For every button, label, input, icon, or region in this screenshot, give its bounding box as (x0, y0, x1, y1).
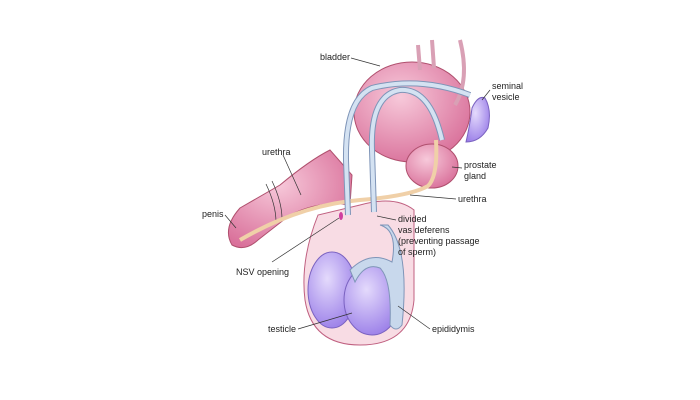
epididymis-shape (349, 224, 405, 330)
prostate-shape (405, 143, 459, 189)
penis-shape (227, 149, 353, 249)
nsv-opening-mark (339, 212, 343, 220)
label-nsv-opening: NSV opening (236, 267, 289, 277)
urethra-shape (238, 139, 439, 242)
label-vas-2: vas deferens (398, 225, 450, 235)
label-penis: penis (202, 209, 224, 219)
label-prostate-1: prostate (464, 160, 497, 170)
label-bladder: bladder (320, 52, 350, 62)
label-seminal-vesicle-2: vesicle (492, 92, 520, 102)
label-urethra-top: urethra (262, 147, 291, 157)
label-vas-1: divided (398, 214, 427, 224)
label-vas-3: (preventing passage (398, 236, 480, 246)
label-prostate-2: gland (464, 171, 486, 181)
label-epididymis: epididymis (432, 324, 475, 334)
label-testicle: testicle (268, 324, 296, 334)
seminal-vesicle-shape (465, 97, 490, 143)
label-seminal-vesicle-1: seminal (492, 81, 523, 91)
label-urethra-right: urethra (458, 194, 487, 204)
label-vas-4: of sperm) (398, 247, 436, 257)
